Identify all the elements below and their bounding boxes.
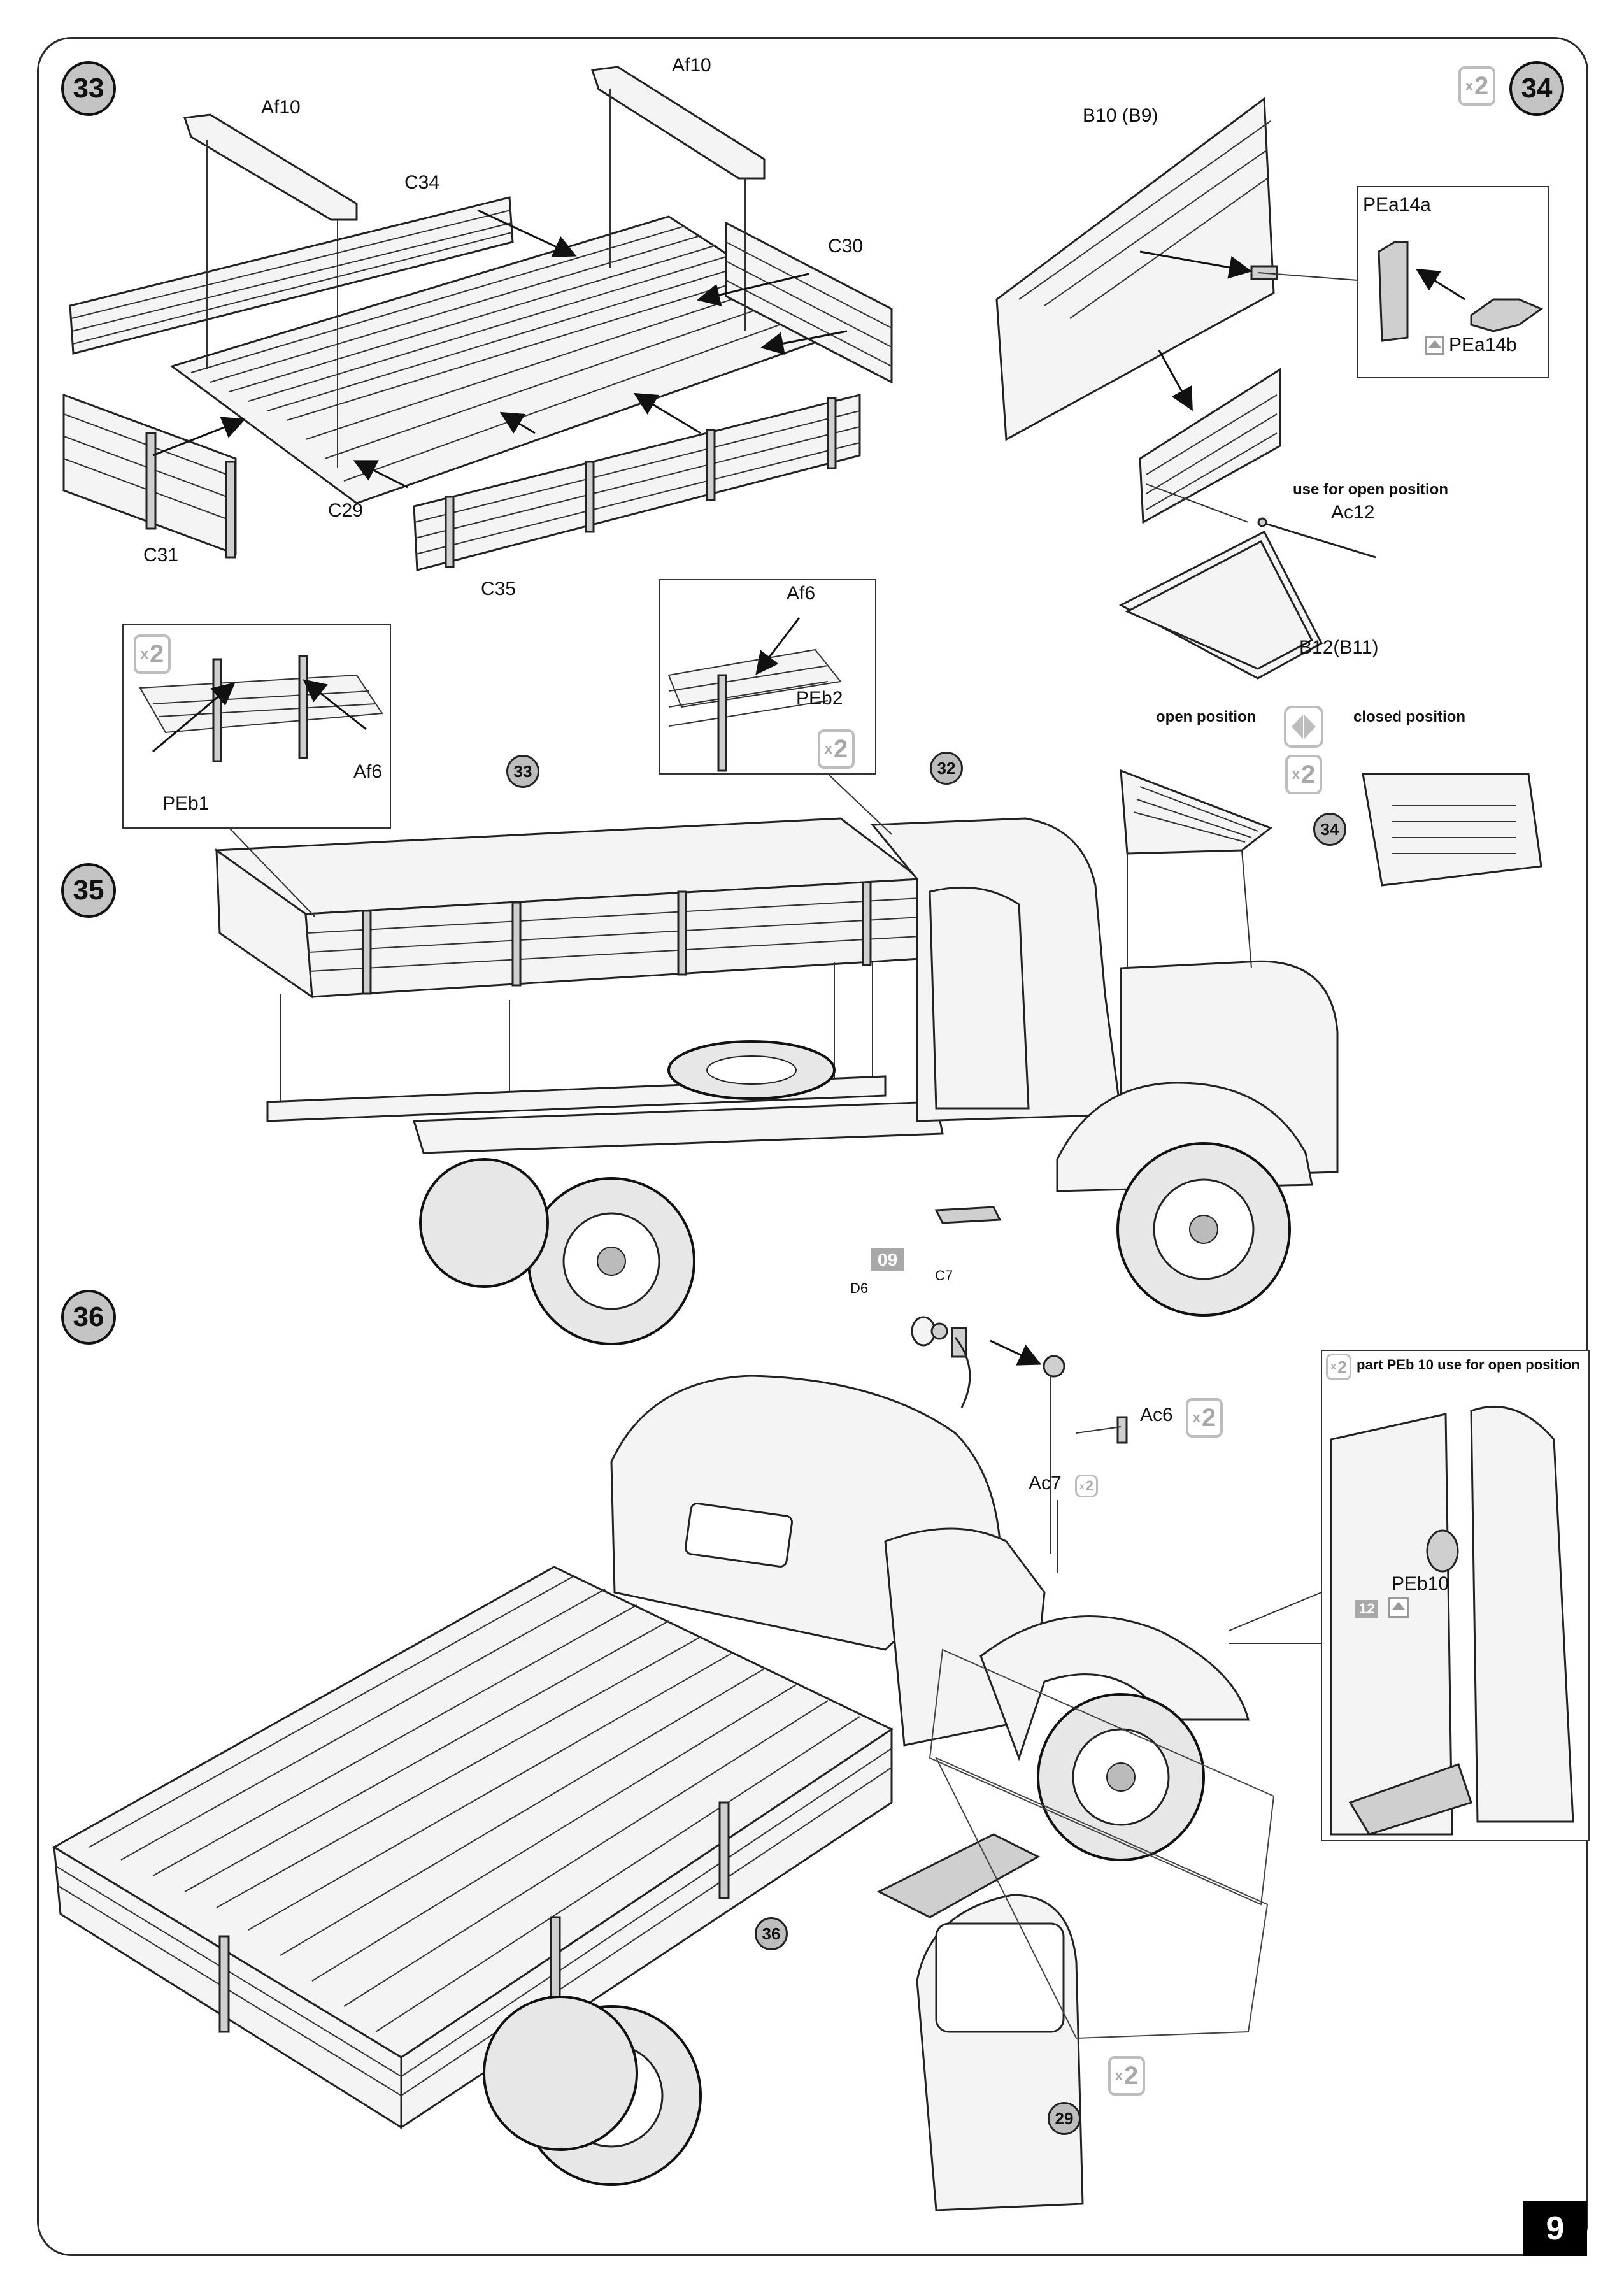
label-open-position: open position — [1156, 708, 1257, 725]
part-label-af10-left: Af10 — [261, 97, 301, 118]
part-label-peb10: PEb10 — [1392, 1573, 1449, 1594]
step-number-35: 35 — [61, 863, 116, 918]
ref-step-29: 29 — [1048, 2102, 1081, 2135]
part-label-peb1: PEb1 — [162, 793, 210, 814]
part-label-ac12: Ac12 — [1331, 502, 1375, 523]
part-label-c30: C30 — [828, 236, 864, 257]
part-label-ac6: Ac6 — [1140, 1404, 1173, 1425]
part-label-af6-right: Af6 — [787, 583, 816, 604]
step33-drawing — [62, 66, 893, 571]
label-closed-position: closed position — [1353, 708, 1466, 725]
part-label-b12: B12(B11) — [1299, 637, 1379, 658]
step-number-34: 34 — [1509, 61, 1564, 116]
part-label-c34: C34 — [404, 172, 440, 193]
photo-etch-icon — [1388, 1597, 1409, 1618]
step36-drawing — [52, 1316, 1590, 2211]
ref-step-33: 33 — [506, 755, 539, 788]
step34-drawing — [995, 97, 1549, 887]
page-number: 9 — [1523, 2201, 1587, 2256]
part-label-pea14b: PEa14b — [1449, 334, 1517, 355]
part-label-b10: B10 (B9) — [1083, 105, 1158, 126]
part-label-c29: C29 — [328, 500, 364, 521]
page-border — [37, 37, 1588, 2256]
part-label-af10-right: Af10 — [672, 55, 711, 76]
page-reference-tag-12: 12 — [1355, 1600, 1379, 1618]
part-label-peb2: PEb2 — [796, 688, 843, 709]
part-label-ac7: Ac7 — [1029, 1473, 1062, 1494]
part-label-c7: C7 — [935, 1268, 953, 1283]
step-number-36: 36 — [61, 1290, 116, 1345]
page-reference-tag-09: 09 — [871, 1248, 904, 1271]
ref-step-32: 32 — [930, 752, 963, 785]
part-label-pea14a: PEa14a — [1363, 194, 1431, 215]
photo-etch-icon — [1425, 336, 1444, 355]
step-number-33: 33 — [61, 61, 116, 116]
part-label-af6-left: Af6 — [353, 761, 383, 782]
part-label-d6: D6 — [850, 1280, 869, 1296]
part-label-c35: C35 — [481, 578, 516, 599]
inset-header-peb10: part PEb 10 use for open position — [1357, 1357, 1580, 1373]
part-label-c31: C31 — [143, 545, 179, 566]
note-use-for-open-position: use for open position — [1293, 481, 1448, 498]
ref-step-34: 34 — [1313, 813, 1346, 846]
step35-drawing — [122, 579, 1339, 1345]
ref-step-36: 36 — [755, 1917, 788, 1950]
